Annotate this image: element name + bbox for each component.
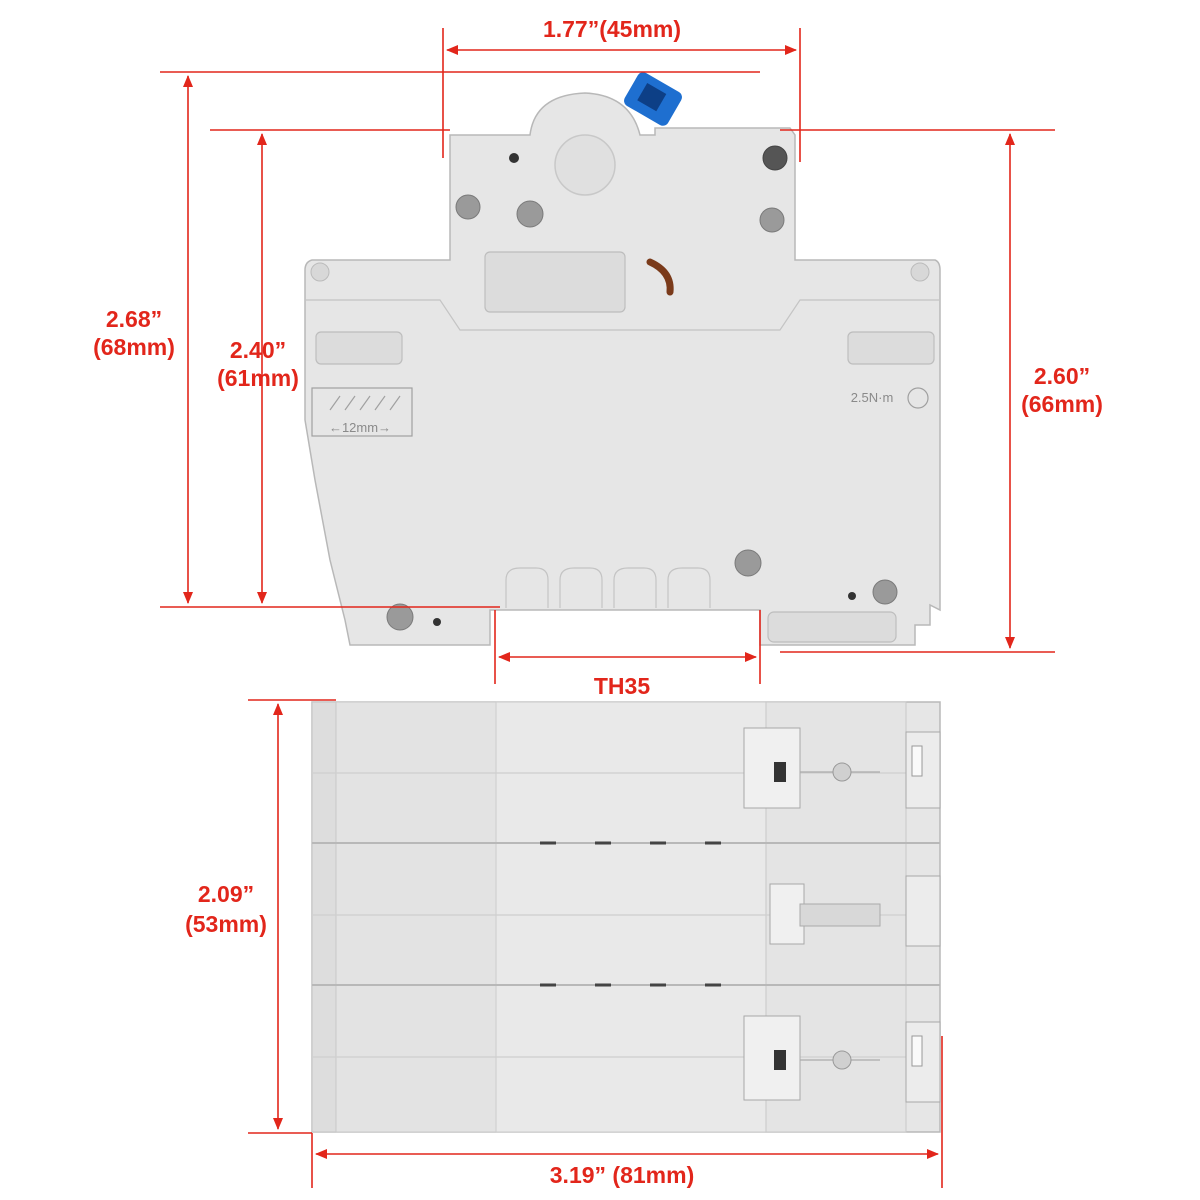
height-61mm-label-mm: (61mm) <box>217 365 299 391</box>
height-68mm-label-mm: (68mm) <box>93 334 175 360</box>
terminal-clamp-2 <box>769 883 881 945</box>
terminal-clamp-3 <box>743 1015 880 1101</box>
left-slot <box>315 331 403 365</box>
side-view-breaker <box>311 701 941 1133</box>
side-dimensions: 2.09” (53mm) 3.19” (81mm) <box>185 699 943 1188</box>
reset-knob <box>554 134 616 196</box>
strip-gauge-label: ←12mm→ <box>329 420 391 435</box>
torque-label: 2.5N·m <box>851 390 894 405</box>
bottom-clips <box>505 567 711 608</box>
height-68mm-label-in: 2.68” <box>106 306 162 332</box>
screw-holes <box>310 145 930 631</box>
front-dimensions: 1.77”(45mm) 2.68” (68mm) 2.40” (61mm) 2.… <box>93 16 1103 699</box>
front-view-breaker: ←12mm→ 2.5N·m <box>304 72 941 646</box>
din-release-slot <box>767 611 897 643</box>
strip-gauge <box>311 387 413 437</box>
width-45mm-label: 1.77”(45mm) <box>543 16 681 42</box>
breaker-body-front <box>304 92 941 646</box>
terminal-clamp-1 <box>743 727 880 809</box>
height-66mm-label-mm: (66mm) <box>1021 391 1103 417</box>
height-66mm-label-in: 2.60” <box>1034 363 1090 389</box>
label-window <box>484 251 626 313</box>
height-53mm-label-in: 2.09” <box>198 881 254 907</box>
indicator-window <box>646 258 674 296</box>
height-53mm-label-mm: (53mm) <box>185 911 267 937</box>
height-61mm-label-in: 2.40” <box>230 337 286 363</box>
rail-th35-label: TH35 <box>594 673 650 699</box>
toggle-lever <box>624 72 682 126</box>
depth-81mm-label: 3.19” (81mm) <box>550 1162 694 1188</box>
pole-seams <box>540 841 721 987</box>
right-slot <box>847 331 935 365</box>
